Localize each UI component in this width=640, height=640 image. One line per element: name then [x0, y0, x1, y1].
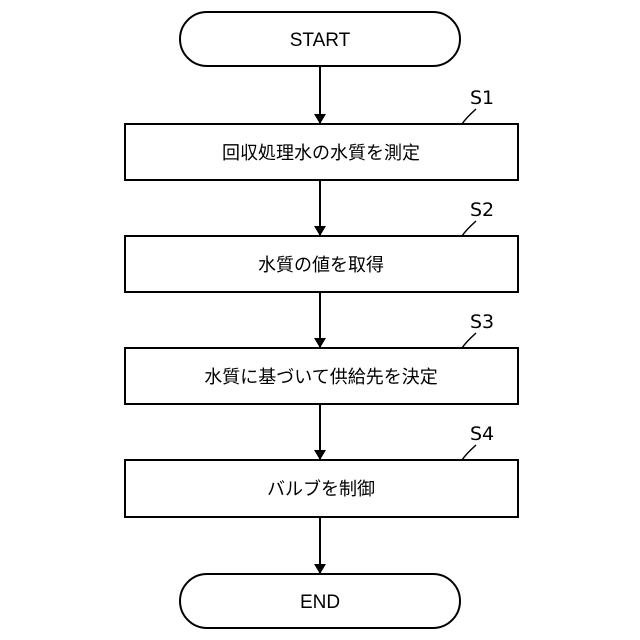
step-text: 水質の値を取得	[258, 255, 384, 275]
process-step-s2: 水質の値を取得 S2	[125, 199, 518, 292]
step-label-leader	[462, 333, 476, 348]
step-label-leader	[462, 445, 476, 460]
step-label-leader	[462, 221, 476, 236]
step-text: 水質に基づいて供給先を決定	[204, 367, 437, 387]
step-text: バルブを制御	[267, 478, 375, 499]
start-terminal: START	[180, 12, 460, 66]
step-id-label: S2	[470, 199, 494, 221]
step-id-label: S1	[470, 87, 494, 109]
end-label: END	[300, 592, 340, 613]
step-text: 回収処理水の水質を測定	[222, 143, 420, 163]
process-step-s3: 水質に基づいて供給先を決定 S3	[125, 311, 518, 404]
step-id-label: S4	[470, 423, 494, 445]
process-step-s4: バルブを制御 S4	[125, 423, 518, 517]
process-step-s1: 回収処理水の水質を測定 S1	[125, 87, 518, 180]
step-id-label: S3	[470, 311, 494, 333]
start-label: START	[290, 30, 351, 51]
step-label-leader	[462, 109, 476, 124]
end-terminal: END	[180, 574, 460, 628]
